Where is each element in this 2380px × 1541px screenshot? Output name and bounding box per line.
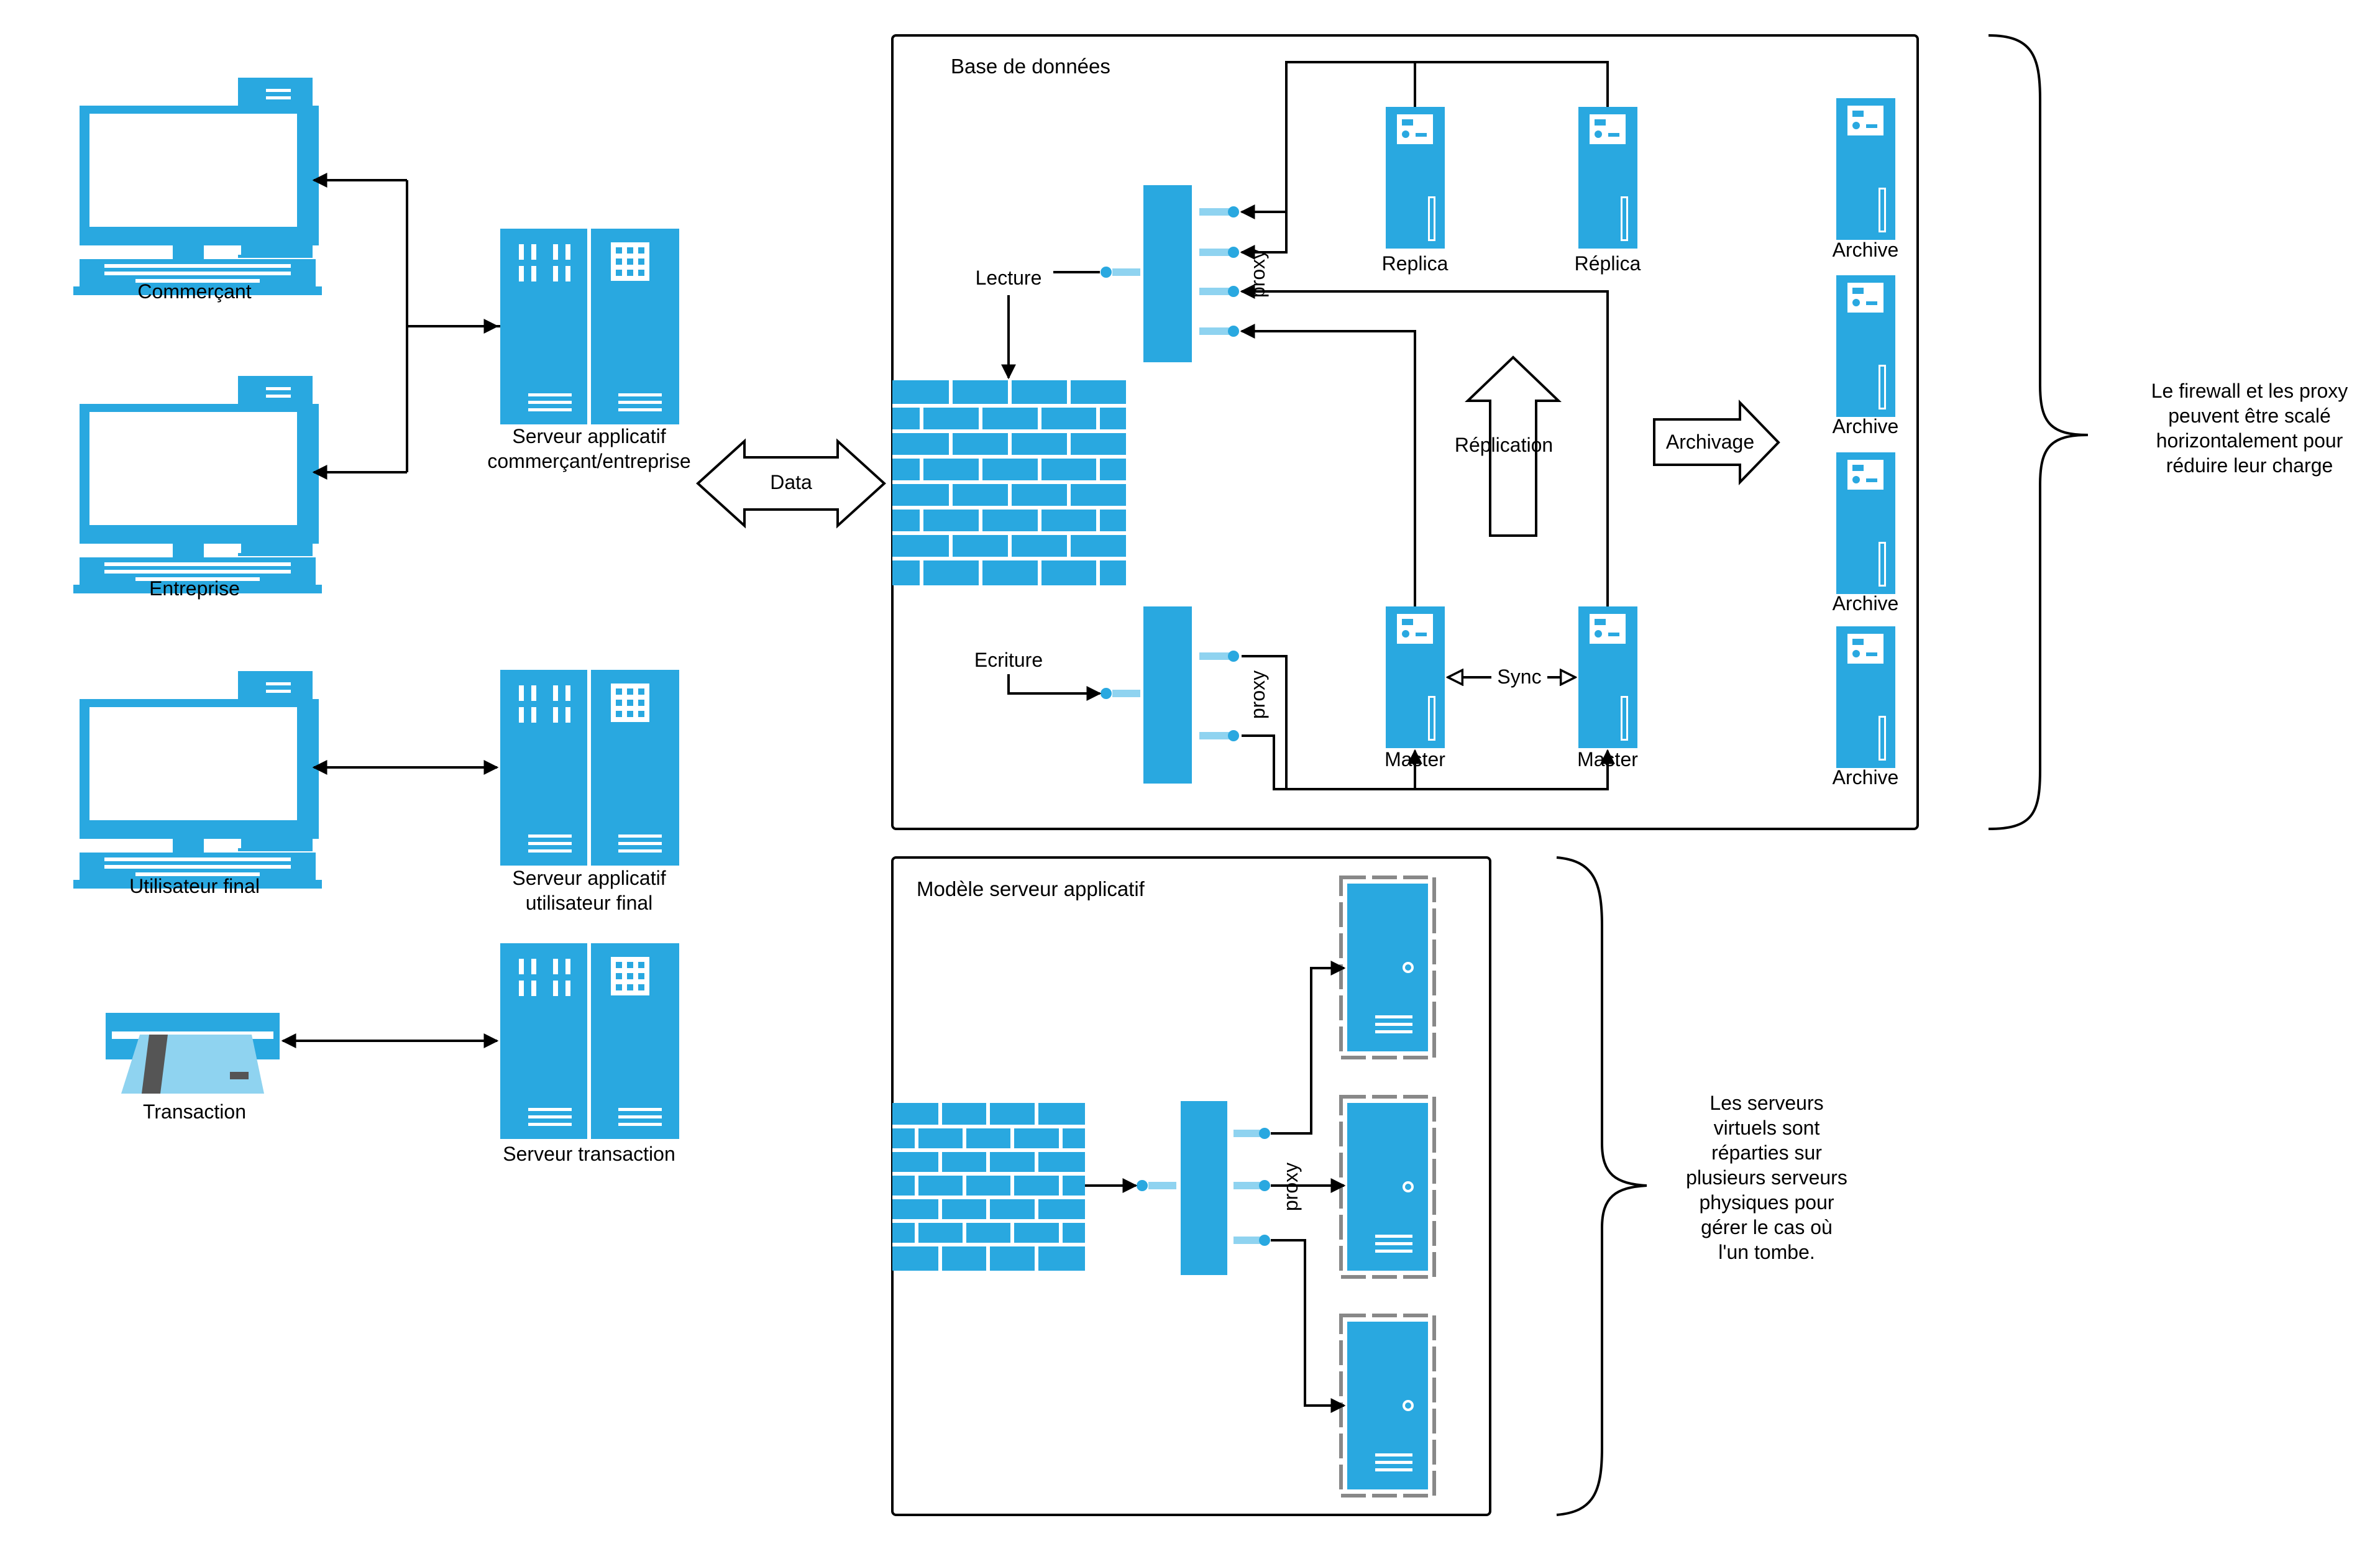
master-2-server-icon bbox=[1578, 606, 1637, 748]
db-note-line-4: réduire leur charge bbox=[2166, 454, 2333, 477]
payment-terminal-icon bbox=[106, 1013, 280, 1094]
replication-label: Réplication bbox=[1455, 434, 1553, 456]
vm-server-3-icon bbox=[1341, 1315, 1434, 1496]
read-label: Lecture bbox=[976, 267, 1042, 289]
write-label: Ecriture bbox=[974, 649, 1043, 671]
data-arrow-label: Data bbox=[770, 471, 812, 493]
vm-connections bbox=[1271, 961, 1346, 1413]
vm-note-line-4: plusieurs serveurs bbox=[1686, 1166, 1847, 1189]
vm-note-line-6: gérer le cas où bbox=[1701, 1216, 1833, 1238]
app-model-proxy-icon bbox=[1137, 1101, 1270, 1275]
end-user-server-label-2: utilisateur final bbox=[526, 892, 653, 914]
read-connections bbox=[1240, 61, 1609, 606]
db-note: Le firewall et les proxy peuvent être sc… bbox=[2151, 380, 2348, 477]
vm-note-line-5: physiques pour bbox=[1699, 1191, 1834, 1214]
vm-brace bbox=[1556, 856, 1647, 1516]
write-proxy-label: proxy bbox=[1247, 670, 1269, 719]
vm-note-line-2: virtuels sont bbox=[1714, 1117, 1820, 1139]
db-note-line-2: peuvent être scalé bbox=[2168, 405, 2331, 427]
archive-1-label: Archive bbox=[1833, 239, 1899, 261]
end-user-server-label-1: Serveur applicatif bbox=[512, 867, 666, 889]
app-model-firewall-icon bbox=[892, 1103, 1085, 1271]
vm-server-1-icon bbox=[1341, 877, 1434, 1058]
vm-note-line-3: réparties sur bbox=[1711, 1141, 1822, 1164]
merchant-computer-icon bbox=[73, 78, 322, 295]
archive-4-server-icon bbox=[1836, 626, 1895, 768]
sync-label: Sync bbox=[1497, 665, 1541, 688]
database-title: Base de données bbox=[951, 55, 1110, 78]
archiving-arrow bbox=[1653, 400, 1780, 485]
write-connections bbox=[1242, 655, 1615, 790]
master-1-server-icon bbox=[1386, 606, 1445, 748]
archive-2-server-icon bbox=[1836, 275, 1895, 417]
business-computer-icon bbox=[73, 376, 322, 593]
end-user-app-server-icon bbox=[500, 670, 679, 866]
vm-note: Les serveurs virtuels sont réparties sur… bbox=[1686, 1092, 1847, 1263]
archive-3-server-icon bbox=[1836, 452, 1895, 594]
database-firewall-icon bbox=[892, 380, 1126, 585]
vm-note-line-1: Les serveurs bbox=[1709, 1092, 1823, 1114]
transaction-server-icon bbox=[500, 943, 679, 1139]
merchant-label: Commerçant bbox=[137, 280, 251, 303]
merchant-business-server-label-2: commerçant/entreprise bbox=[487, 450, 690, 472]
archive-1-server-icon bbox=[1836, 98, 1895, 240]
app-server-model-title: Modèle serveur applicatif bbox=[917, 877, 1145, 900]
merchant-business-app-server-icon bbox=[500, 229, 679, 424]
vm-note-line-7: l'un tombe. bbox=[1718, 1241, 1815, 1263]
replica-1-server-icon bbox=[1386, 107, 1445, 249]
transaction-server-label: Serveur transaction bbox=[503, 1143, 675, 1165]
archiving-label: Archivage bbox=[1666, 431, 1754, 453]
archive-4-label: Archive bbox=[1833, 766, 1899, 789]
archive-3-label: Archive bbox=[1833, 592, 1899, 615]
db-note-line-1: Le firewall et les proxy bbox=[2151, 380, 2348, 402]
merchant-business-server-label-1: Serveur applicatif bbox=[512, 425, 666, 447]
db-note-line-3: horizontalement pour bbox=[2156, 429, 2343, 452]
data-double-arrow bbox=[696, 438, 886, 529]
replica-1-label: Replica bbox=[1382, 252, 1449, 275]
archive-2-label: Archive bbox=[1833, 415, 1899, 437]
write-proxy-icon bbox=[1101, 606, 1239, 784]
db-brace bbox=[1988, 34, 2089, 830]
end-user-computer-icon bbox=[73, 671, 322, 889]
end-user-label: Utilisateur final bbox=[129, 875, 260, 897]
transaction-label: Transaction bbox=[143, 1100, 246, 1123]
replica-2-label: Réplica bbox=[1575, 252, 1641, 275]
business-label: Entreprise bbox=[149, 577, 240, 600]
vm-server-2-icon bbox=[1341, 1097, 1434, 1277]
replication-arrow bbox=[1465, 355, 1562, 537]
client-server-connectors bbox=[281, 173, 500, 1048]
replica-2-server-icon bbox=[1578, 107, 1637, 249]
read-proxy-icon bbox=[1101, 185, 1239, 362]
